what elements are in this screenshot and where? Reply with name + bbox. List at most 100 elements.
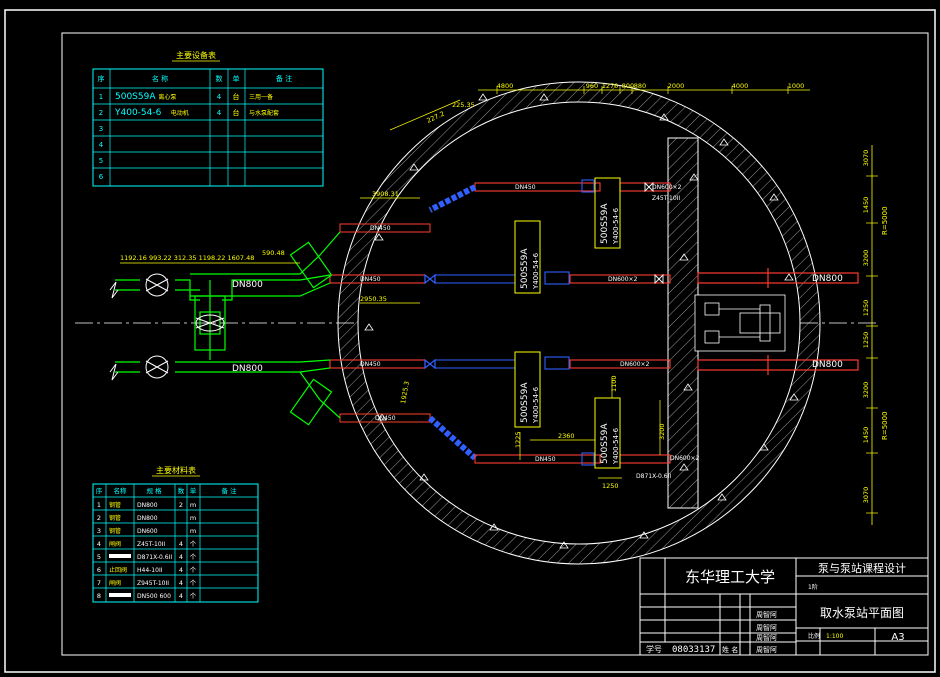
equipment-row-no: 5 [99, 157, 103, 165]
dim-label: 227.2 [425, 110, 445, 125]
delivery-piping [115, 231, 341, 426]
equipment-row-type: 离心泵 [158, 93, 176, 101]
material-row-spec: DN500 600 [137, 593, 171, 600]
valve-label: D871X-0.6II [636, 473, 671, 480]
svg-text:序: 序 [98, 74, 105, 83]
right-dim-label: 3070 [862, 487, 870, 504]
dim-label: 3908.31 [372, 190, 399, 198]
student-id: 08033137 [672, 645, 715, 655]
material-row-unit: 个 [190, 579, 197, 587]
material-row-name: 钢管 [109, 514, 121, 522]
pump-model-label: 500S59A [520, 248, 530, 289]
material-row-qty: 4 [179, 540, 183, 548]
material-row-unit: m [190, 501, 196, 509]
equipment-row-name: 500S59A [115, 92, 156, 102]
dn450-label: DN450 [535, 456, 556, 463]
material-row-name: 钢管 [109, 501, 121, 509]
material-row-qty: 4 [179, 592, 183, 600]
material-row-unit: m [190, 527, 196, 535]
radius-label: R=5000 [881, 206, 889, 235]
svg-text:规 格: 规 格 [146, 486, 162, 495]
equipment-row-qty: 4 [217, 109, 222, 117]
material-row-name: 钢管 [109, 527, 121, 535]
dn600-label: DN600×2 [652, 184, 682, 191]
equipment-row-note: 与水泵配套 [249, 109, 279, 117]
equipment-row-unit: 台 [233, 108, 240, 117]
dn600-label: DN600×2 [620, 361, 650, 368]
dn800-left-bottom: DN800 [232, 364, 263, 374]
scale-label: 比例 [808, 632, 820, 640]
material-row-unit: 个 [190, 553, 197, 561]
material-row-swatch [109, 554, 131, 558]
svg-text:单: 单 [190, 486, 197, 495]
material-row-name: 闸阀 [109, 579, 121, 587]
student-id-label: 学号 [646, 644, 662, 654]
stage-label: 1阶 [808, 583, 818, 591]
dim-label: 3200 [658, 423, 666, 440]
equipment-row-qty: 4 [217, 93, 222, 101]
top-dim-label: 880 [634, 82, 646, 90]
dim-label: 2360 [558, 432, 575, 440]
drawing-title: 取水泵站平面图 [820, 606, 904, 620]
material-row-no: 6 [97, 566, 101, 574]
svg-text:备 注: 备 注 [276, 74, 292, 83]
right-dim-label: 3200 [862, 382, 870, 399]
top-dim-label: 4000 [732, 82, 749, 90]
pump-model-label: 500S59A [600, 203, 610, 244]
student-name: 周智阿 [756, 645, 777, 654]
top-dim-label: 1000 [788, 82, 805, 90]
material-row-no: 5 [97, 553, 101, 561]
svg-text:名称: 名称 [114, 486, 128, 495]
material-row-unit: m [190, 514, 196, 522]
material-row-spec: Z45T-10II [137, 541, 165, 548]
dn450-label: DN450 [360, 361, 381, 368]
svg-text:备 注: 备 注 [221, 486, 237, 495]
dim-label: 590.48 [262, 249, 285, 257]
right-dim-label: 1250 [862, 300, 870, 317]
equipment-row-no: 2 [99, 109, 103, 117]
dim-label: 1925.3 [399, 381, 411, 405]
pump-station-well [337, 81, 821, 565]
equipment-row-no: 1 [99, 93, 103, 101]
material-row-spec: D871X-0.6II [137, 554, 172, 561]
material-row-spec: DN800 [137, 502, 158, 509]
material-row-name: 止回阀 [109, 566, 127, 574]
valve-label: Z45T-10II [652, 195, 680, 202]
dim-label: 1250 [602, 482, 619, 490]
material-row-no: 3 [97, 527, 101, 535]
material-row-swatch [109, 593, 131, 597]
motor-model-label: Y400-54-6 [532, 386, 540, 424]
dn450-label: DN450 [375, 415, 396, 422]
material-row-qty: 4 [179, 579, 183, 587]
dn600-label: DN600×2 [608, 276, 638, 283]
top-dim-label: 4800 [497, 82, 514, 90]
equipment-row-unit: 台 [233, 92, 240, 101]
material-row-qty: 4 [179, 566, 183, 574]
dn800-left-top: DN800 [232, 280, 263, 290]
right-dim-label: 3070 [862, 150, 870, 167]
sheet-size: A3 [891, 632, 904, 643]
inner-frame [61, 32, 929, 656]
radius-label: R=5000 [881, 411, 889, 440]
material-row-spec: DN800 [137, 515, 158, 522]
outer-frame [4, 9, 936, 673]
material-table-title: 主要材料表 [156, 465, 196, 475]
svg-text:单: 单 [233, 74, 240, 83]
material-row-unit: 个 [190, 592, 197, 600]
material-row-no: 7 [97, 579, 101, 587]
top-dim-label: 2000 [668, 82, 685, 90]
svg-text:数: 数 [178, 486, 185, 495]
designer-name: 周智阿 [756, 610, 777, 619]
top-dim-label: 800 [622, 82, 634, 90]
checker-name: 周智阿 [756, 623, 777, 632]
dn800-right-bottom: DN800 [812, 360, 843, 370]
material-row-spec: H44-10II [137, 567, 163, 574]
equipment-row-no: 6 [99, 173, 104, 181]
material-row-no: 2 [97, 514, 101, 522]
top-dim-label: 960 [586, 82, 598, 90]
equipment-row-type: 电动机 [171, 109, 189, 117]
name-label: 姓 名 [722, 645, 738, 654]
suction-mains: DN800 DN800 [697, 268, 859, 375]
